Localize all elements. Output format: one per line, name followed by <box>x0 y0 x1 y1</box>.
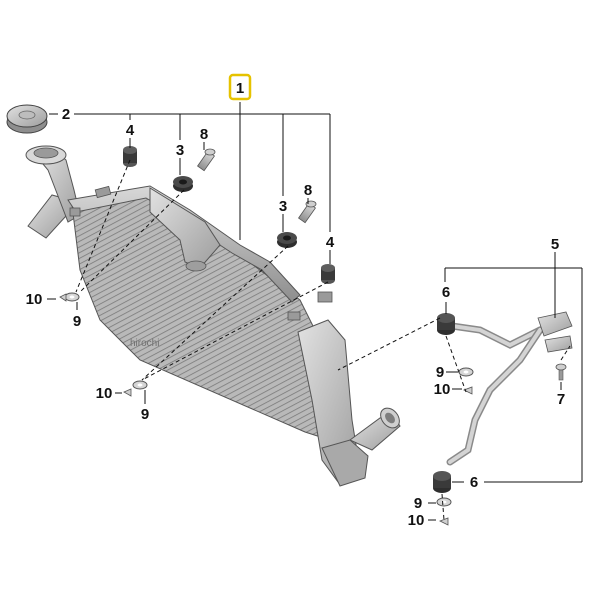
callout-9-label: 9 <box>436 364 444 381</box>
callout-5-label: 5 <box>551 236 559 253</box>
callout-9-label: 9 <box>414 495 422 512</box>
callout-2-label: 2 <box>62 106 70 123</box>
grommet-3-top <box>173 176 193 192</box>
callout-3-label: 3 <box>176 142 184 159</box>
grommet-3-mid <box>277 232 297 248</box>
pin-8-top <box>197 148 216 172</box>
washer-9-upper-left <box>64 292 80 302</box>
callout-8-label: 8 <box>200 126 208 143</box>
leader-lines <box>47 102 583 521</box>
callout-4-label: 4 <box>326 234 335 251</box>
callout-9-label: 9 <box>73 313 81 330</box>
watermark: hirochi <box>130 338 159 349</box>
grommet-6-lower <box>433 471 451 493</box>
callout-3-label: 3 <box>279 198 287 215</box>
radiator-assembly <box>25 145 401 487</box>
callout-4-label: 4 <box>126 122 135 139</box>
support-bracket <box>441 311 573 466</box>
rubber-mount-4-top <box>123 146 137 167</box>
screw-7 <box>555 363 567 381</box>
callout-1-highlight-box <box>228 73 252 101</box>
clip-10-bracket-lower <box>439 517 449 526</box>
callout-10-label: 10 <box>434 381 451 398</box>
rubber-mount-4-right <box>321 264 335 284</box>
radiator-cap <box>6 104 48 134</box>
filler-neck <box>25 145 81 223</box>
clip-10-bracket-upper <box>463 386 473 395</box>
callout-10-label: 10 <box>26 291 43 308</box>
callout-6-label: 6 <box>470 474 478 491</box>
washer-9-bracket-upper <box>458 367 474 377</box>
grommet-6-upper <box>437 313 455 335</box>
clip-10-upper-left <box>59 293 67 302</box>
callout-10-label: 10 <box>96 385 113 402</box>
radiator-outlet <box>349 407 401 451</box>
washer-9-bracket-lower <box>436 497 452 507</box>
washer-9-lower-left <box>132 380 148 390</box>
callout-6-label: 6 <box>442 284 450 301</box>
callout-10-label: 10 <box>408 512 425 529</box>
callout-8-label: 8 <box>304 182 312 199</box>
callout-9-label: 9 <box>141 406 149 423</box>
callout-1-label: 1 <box>236 80 244 97</box>
callout-7-label: 7 <box>557 391 565 408</box>
clip-10-lower-left <box>123 388 132 397</box>
pin-8-mid <box>298 200 317 224</box>
